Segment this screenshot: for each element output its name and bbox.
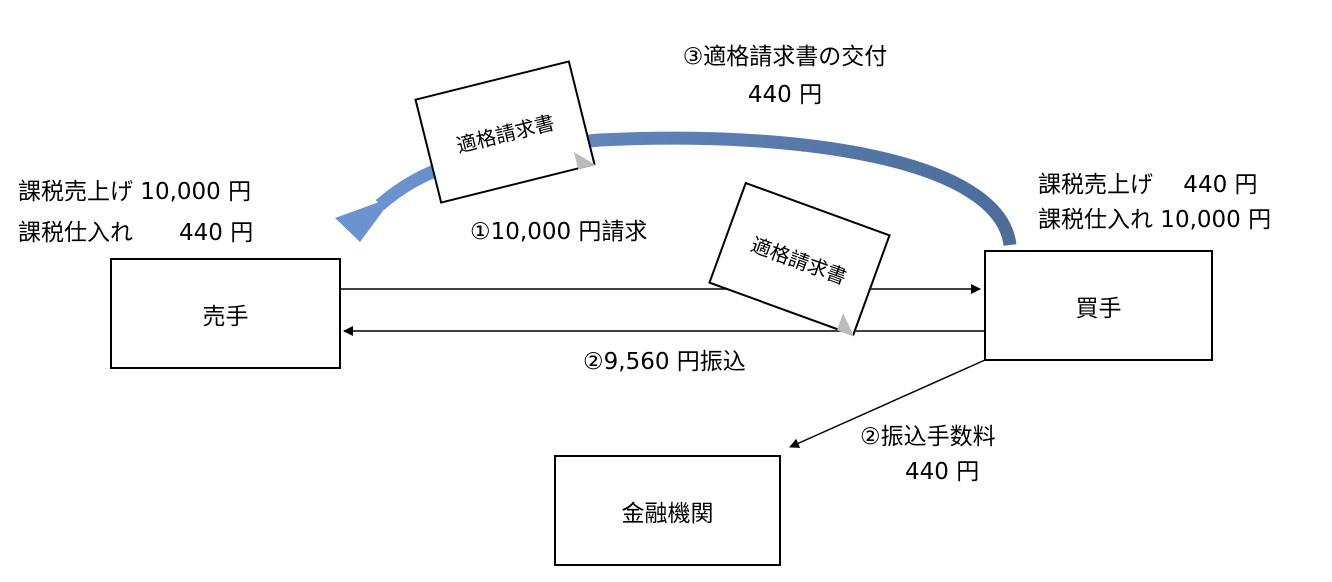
bank-box: 金融機関	[554, 455, 781, 566]
seller-sales: 課税売上げ 10,000 円	[18, 179, 252, 205]
step2-fee-label: ②振込手数料	[860, 424, 996, 450]
curve-arrowhead	[335, 197, 393, 242]
bank-label: 金融機関	[621, 500, 714, 527]
seller-box: 売手	[110, 258, 341, 369]
step3-label: ③適格請求書の交付	[682, 44, 888, 70]
step2-transfer-label: ②9,560 円振込	[583, 349, 746, 375]
step2-fee-amount: 440 円	[905, 459, 980, 485]
seller-label: 売手	[202, 303, 249, 330]
step3-amount: 440 円	[747, 82, 823, 108]
fee-arrow	[789, 359, 986, 448]
buyer-box: 買手	[984, 250, 1213, 361]
buyer-purchases: 課税仕入れ 10,000 円	[1038, 207, 1272, 233]
invoice-document-label: 適格請求書	[453, 109, 557, 158]
step1-label: ①10,000 円請求	[470, 219, 648, 245]
buyer-sales: 課税売上げ 440 円	[1038, 172, 1258, 198]
invoice-document-label: 適格請求書	[747, 232, 851, 289]
buyer-label: 買手	[1075, 295, 1122, 322]
seller-purchases: 課税仕入れ 440 円	[18, 220, 254, 246]
